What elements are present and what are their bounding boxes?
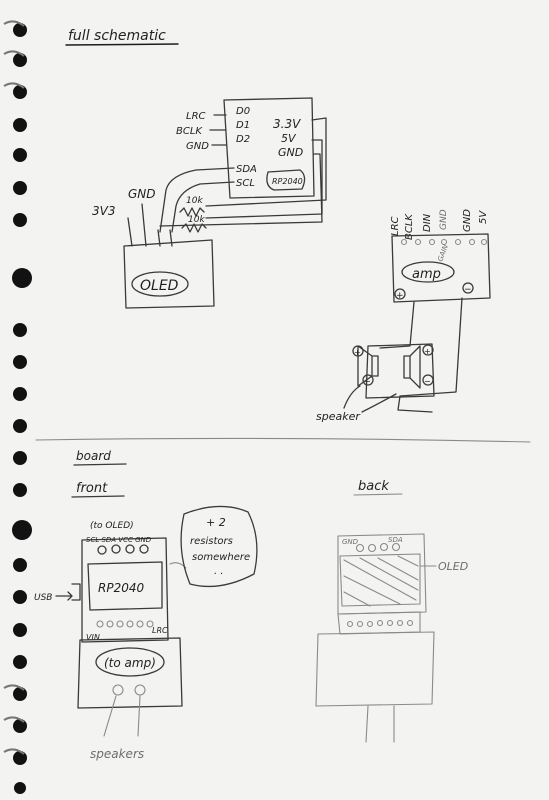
spiral-binding (3, 20, 32, 794)
amp-pin-lrc: LRC (390, 216, 401, 236)
bubble-line-3: somewhere (192, 552, 250, 563)
section-divider (35, 437, 531, 443)
front-oled-note: (to OLED) (90, 521, 134, 531)
schematic-oled: 3V3 GND OLED (92, 187, 215, 309)
speaker-leads (103, 695, 141, 737)
resistor-1-label: 10k (186, 196, 203, 206)
board-underline (73, 463, 127, 466)
pin-5v: 5V (281, 132, 297, 145)
pin-lrc: LRC (186, 111, 206, 122)
oled-3v3: 3V3 (92, 204, 115, 218)
pin-3v3: 3.3V (273, 117, 301, 131)
title-schematic: full schematic (68, 28, 166, 44)
oled-gnd: GND (128, 187, 156, 201)
schematic-speaker: + − + − speaker (316, 343, 435, 423)
pin-d0: D0 (236, 106, 250, 117)
amp-gain: GAIN (436, 243, 450, 263)
front-amp-lrc: LRC (152, 626, 168, 635)
front-rp2040-label: RP2040 (98, 581, 144, 595)
speaker-label: speaker (316, 410, 361, 423)
wire-amp-plus (379, 301, 415, 349)
bubble-line-1: + 2 (206, 516, 226, 529)
oled-label: OLED (140, 278, 179, 294)
schematic-rp2040: LRC BCLK GND D0 D1 D2 3.3V 5V GND SDA SC… (176, 97, 315, 199)
amp-label: amp (412, 267, 441, 282)
speaker-1-plus: + (354, 348, 361, 357)
title-back: back (358, 479, 389, 494)
rp2040-label-bubble (266, 169, 306, 191)
front-underline (71, 495, 125, 498)
amp-plus: + (396, 291, 404, 301)
pin-gnd-left: GND (186, 141, 209, 152)
wire-5v (205, 139, 323, 219)
pin-sda: SDA (236, 164, 257, 175)
oled-hatching (343, 555, 419, 607)
back-underline (353, 493, 403, 496)
back-gnd-label: GND (342, 538, 359, 546)
wire-sda (159, 167, 235, 233)
bubble-line-2: resistors (190, 536, 233, 547)
back-speaker-leads (365, 705, 395, 743)
amp-pin-5v: 5V (478, 210, 489, 224)
amp-pin-gnd-2: GND (462, 209, 473, 232)
resistors: 10k 10k (179, 196, 207, 233)
bubble-line-4: . . (214, 566, 224, 577)
pin-bclk: BCLK (176, 126, 203, 137)
pin-d1: D1 (236, 120, 250, 131)
pin-gnd-right: GND (278, 146, 303, 159)
speaker-arrows (343, 385, 397, 413)
usb-arrow (55, 591, 73, 601)
pin-scl: SCL (236, 178, 255, 189)
front-oled-pins: SCL SDA VCC GND (86, 536, 152, 544)
speaker-1-minus: − (364, 377, 371, 386)
resistor-2-label: 10k (188, 215, 205, 225)
amp-pin-bclk: BCLK (404, 213, 415, 240)
amp-pin-gnd-1: GND (439, 209, 449, 230)
note-bubble (180, 505, 258, 588)
title-underline (65, 43, 179, 46)
back-oled-label: OLED (438, 560, 468, 573)
title-board: board (76, 449, 111, 463)
wire-3v3 (205, 117, 327, 207)
speaker-2-minus: − (424, 377, 431, 386)
front-amp-vin: VIN (86, 633, 100, 642)
back-sda-label: SDA (388, 536, 403, 544)
amp-minus: − (464, 285, 472, 295)
front-speakers-label: speakers (90, 747, 144, 761)
board-front: (to OLED) SCL SDA VCC GND USB RP2040 VIN… (34, 505, 258, 761)
board-back: GND SDA OLED (315, 533, 468, 743)
wire-gnd (159, 153, 323, 227)
speaker-2-plus: + (424, 347, 431, 356)
amp-pin-din: DIN (422, 213, 433, 232)
rp2040-label: RP2040 (272, 177, 303, 186)
wire-amp-minus (397, 297, 463, 413)
schematic-amp: LRC BCLK DIN GND GND 5V GAIN amp + − (390, 209, 491, 303)
pin-d2: D2 (236, 134, 250, 145)
front-amp-note: (to amp) (104, 656, 156, 670)
title-front: front (76, 481, 108, 496)
wire-scl (171, 181, 235, 233)
front-usb-label: USB (34, 593, 52, 603)
